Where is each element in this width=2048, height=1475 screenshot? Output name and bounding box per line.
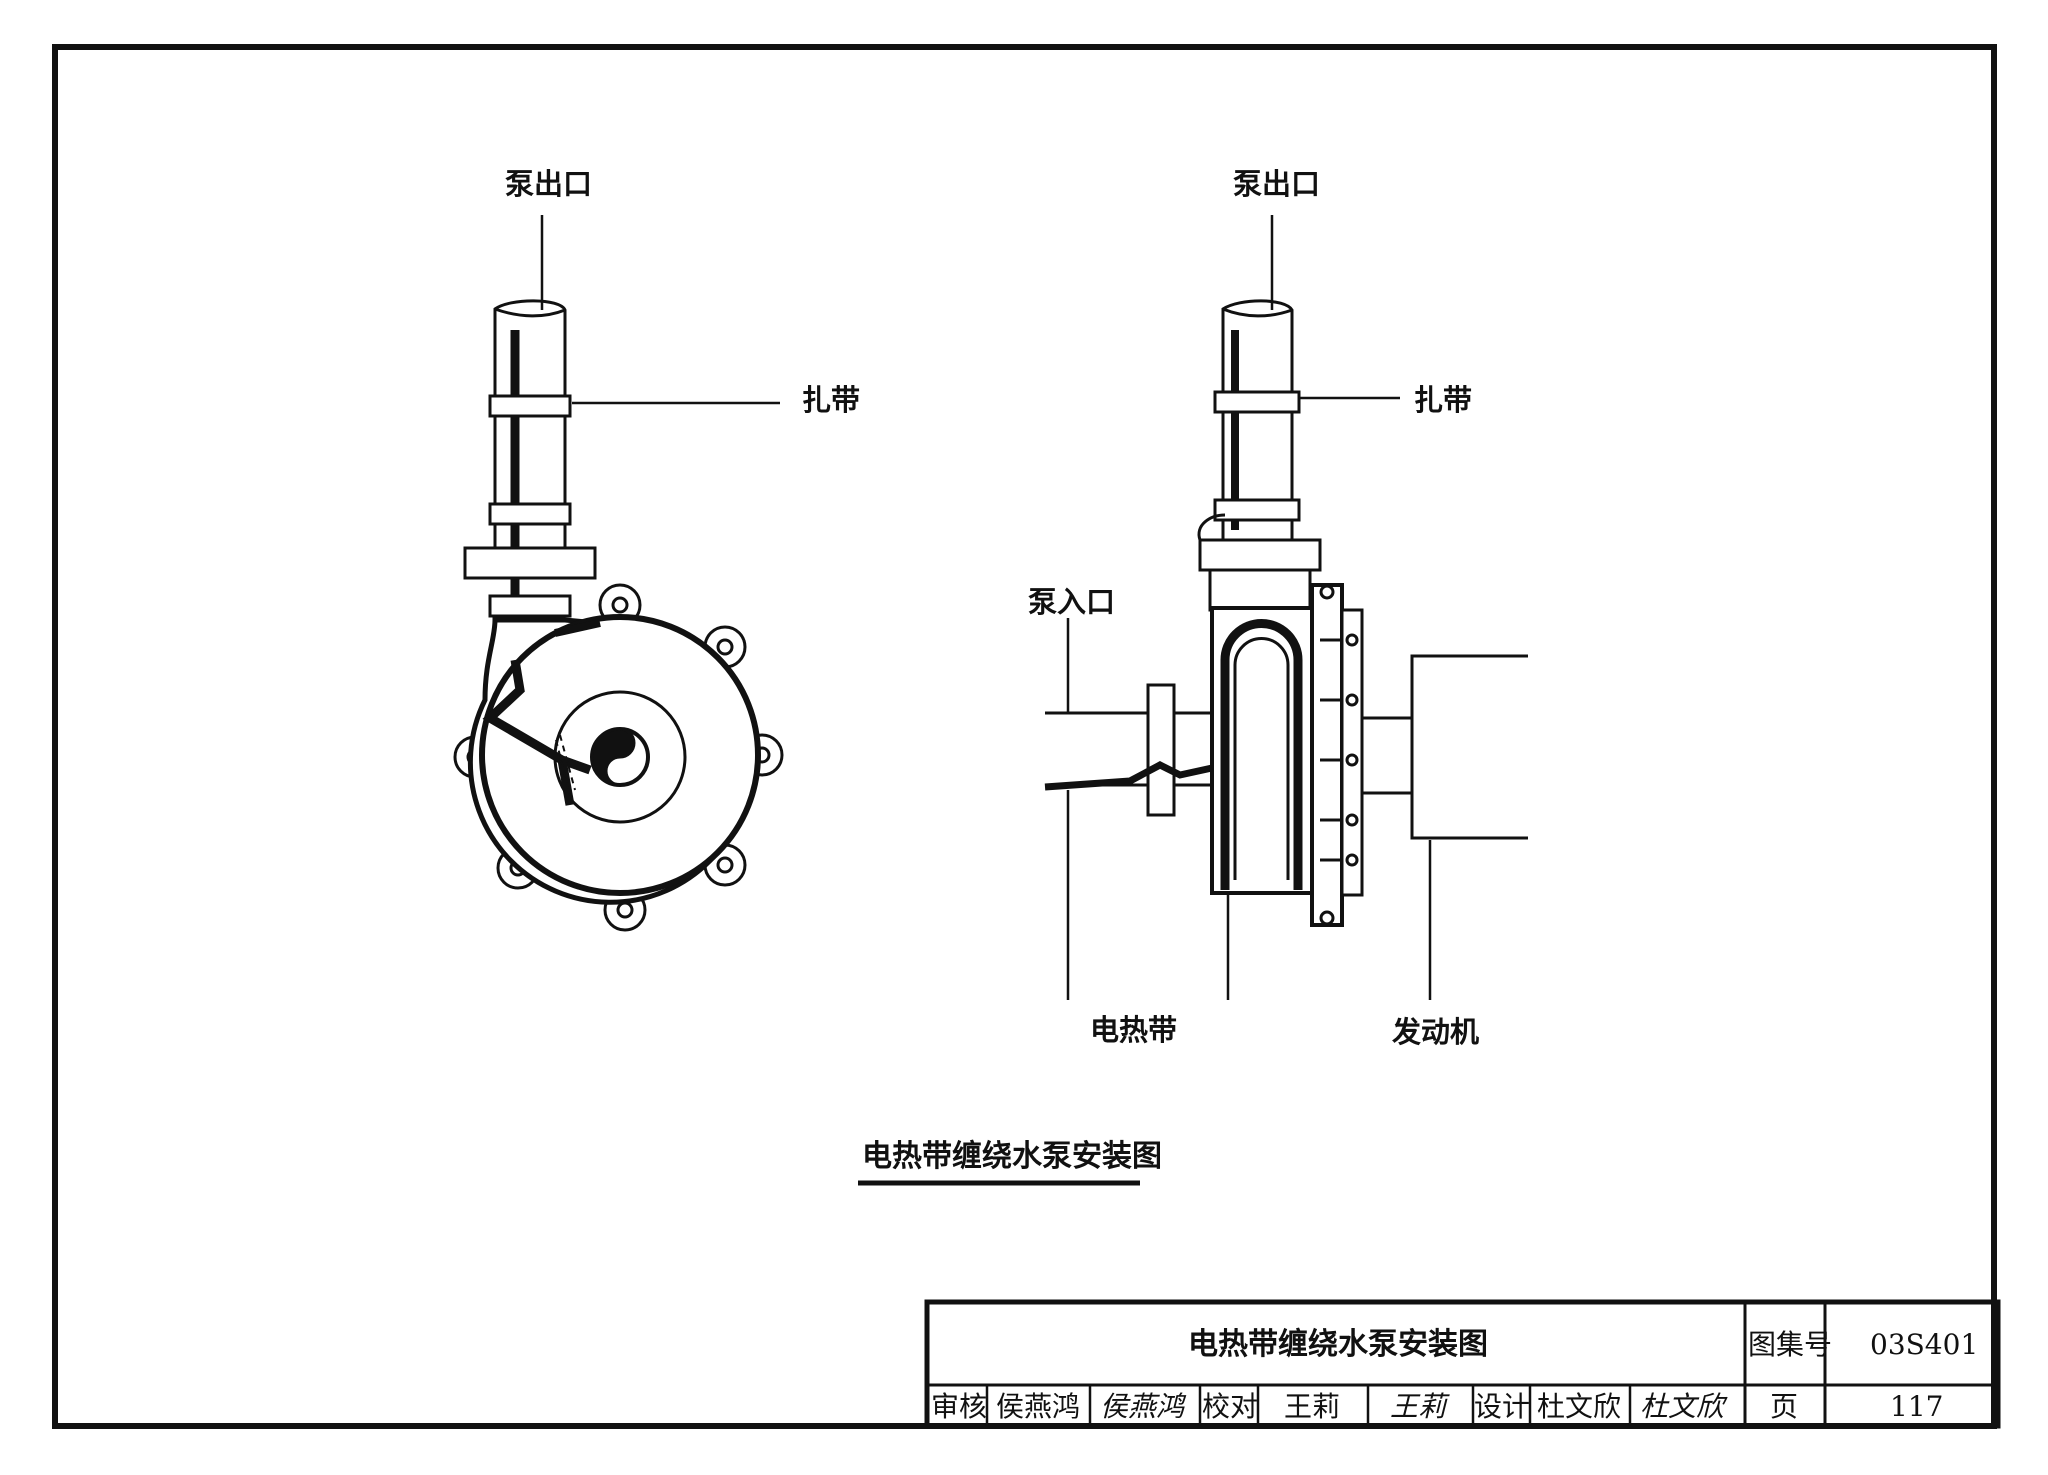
right-pump-view [1044,299,1528,927]
label-right-strap: 扎带 [1414,383,1472,417]
title-reviewer-signature: 侯燕鸿 [1100,1390,1187,1423]
right-engine [1410,654,1528,840]
right-strap-2 [1213,498,1301,522]
title-review-label: 审核 [931,1390,987,1423]
right-flange [1198,538,1322,572]
title-designer: 杜文欣 [1537,1390,1621,1423]
title-checker-signature: 王莉 [1390,1390,1450,1423]
right-bolt-plate [1310,583,1344,927]
left-pump-view [453,299,784,932]
left-shaft-mark [590,727,636,787]
left-heating-cable-wrap [482,659,592,775]
left-flange [463,546,597,580]
left-strap-3 [488,594,572,618]
title-drawing-name: 电热带缠绕水泵安装图 [1188,1327,1488,1362]
title-design-label: 设计 [1474,1390,1530,1423]
left-strap-2 [488,502,572,526]
title-designer-signature: 杜文欣 [1640,1390,1728,1423]
label-right-pump-outlet: 泵出口 [1233,167,1320,201]
right-inlet-flange [1146,683,1176,817]
figure-caption: 电热带缠绕水泵安装图 [862,1139,1162,1174]
title-block [924,1299,2001,1429]
title-checker: 王莉 [1284,1390,1340,1423]
title-page-label: 页 [1770,1390,1798,1423]
title-reviewer: 侯燕鸿 [996,1390,1080,1423]
label-left-pump-outlet: 泵出口 [505,167,592,201]
right-outlet-pipe [1221,299,1294,542]
title-atlas-no-label: 图集号 [1748,1328,1832,1361]
right-shaft [1360,716,1414,795]
title-atlas-no: 03S401 [1870,1328,1978,1361]
title-check-label: 校对 [1202,1390,1258,1423]
label-left-strap: 扎带 [802,383,860,417]
label-engine: 发动机 [1391,1015,1479,1049]
right-strap-1 [1213,390,1301,414]
left-strap-1 [488,394,572,418]
label-heating-cable: 电热带 [1090,1013,1177,1047]
right-inlet-heating-cable [1044,761,1213,791]
right-heating-cable-loop [1220,619,1303,890]
outer-frame [52,44,1997,1429]
title-page-no: 117 [1890,1390,1943,1423]
label-pump-inlet: 泵入口 [1028,585,1115,619]
